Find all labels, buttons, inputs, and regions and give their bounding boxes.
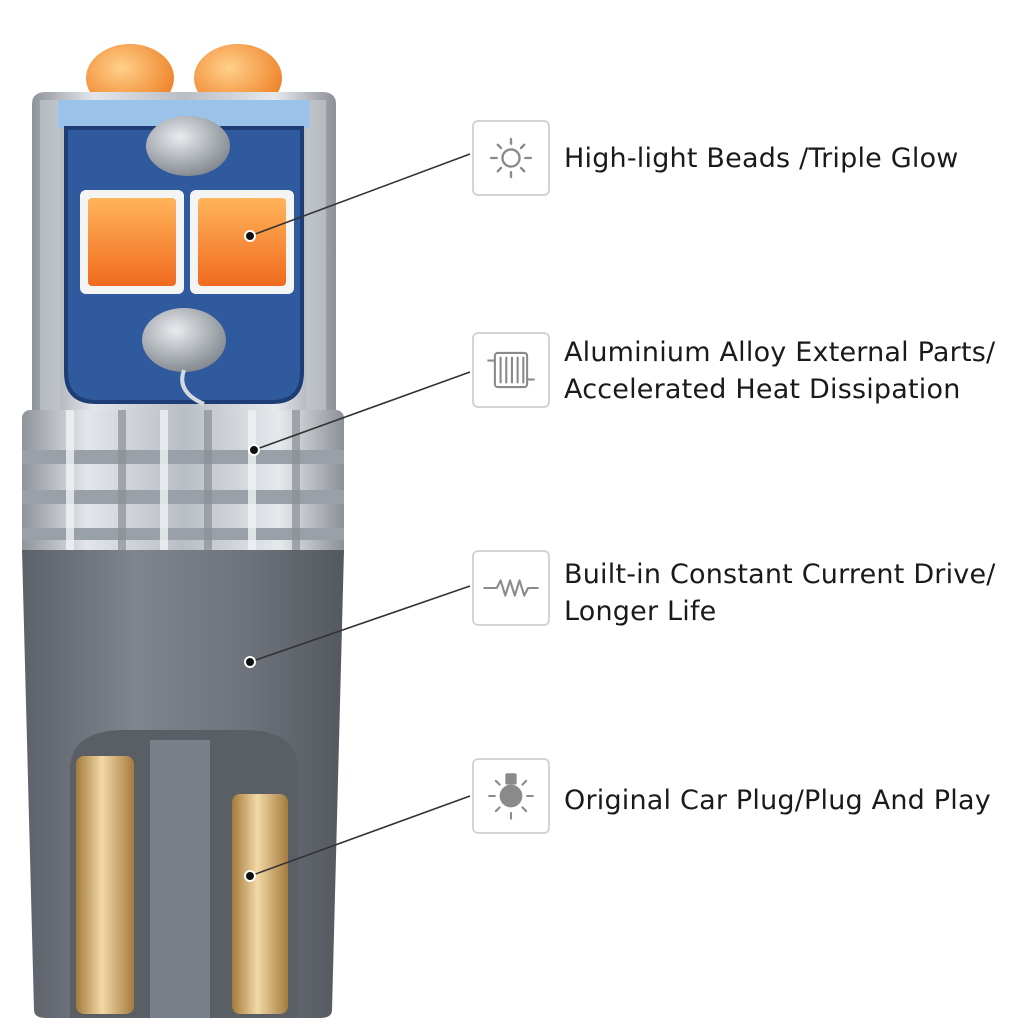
led-chips xyxy=(80,190,294,294)
callout-dots xyxy=(244,230,260,882)
feature-label: Built-in Constant Current Drive/ Longer … xyxy=(564,556,1024,630)
feature-label: Aluminium Alloy External Parts/ Accelera… xyxy=(564,334,1024,408)
gold-contacts xyxy=(76,756,288,1014)
feature-label-line: Accelerated Heat Dissipation xyxy=(564,374,961,405)
feature-label-line: High-light Beads /Triple Glow xyxy=(564,143,959,174)
resistor-icon xyxy=(472,550,550,626)
sun-icon xyxy=(472,120,550,196)
radiator-icon xyxy=(472,332,550,408)
heat-sink-fins xyxy=(22,410,344,560)
solder-points xyxy=(142,116,230,406)
feature-label-line: Original Car Plug/Plug And Play xyxy=(564,785,991,816)
feature-label: High-light Beads /Triple Glow xyxy=(564,140,1024,177)
feature-label-line: Built-in Constant Current Drive/ xyxy=(564,559,996,590)
callout-lines xyxy=(249,153,471,877)
wedge-base xyxy=(22,550,344,1018)
feature-label-line: Aluminium Alloy External Parts/ xyxy=(564,337,996,368)
feature-label-line: Longer Life xyxy=(564,596,717,627)
feature-label: Original Car Plug/Plug And Play xyxy=(564,782,1024,819)
bulb-plug-icon xyxy=(472,758,550,834)
